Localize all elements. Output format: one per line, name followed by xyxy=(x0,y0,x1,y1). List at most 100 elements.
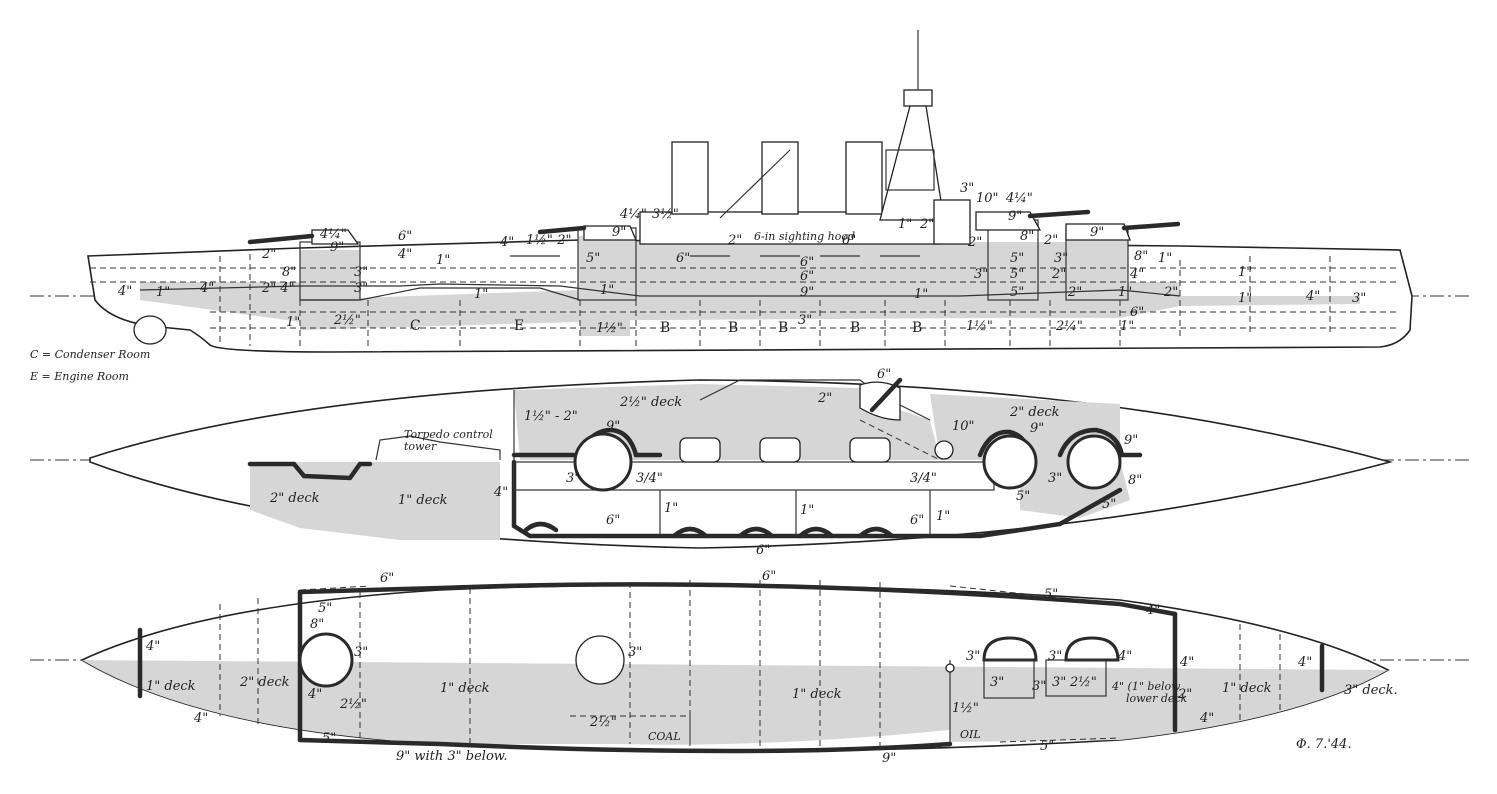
lbl-6n: 6" xyxy=(800,255,814,270)
lower-lbl-4i: 4" xyxy=(1297,655,1312,670)
lbl-4d: 4" xyxy=(1305,289,1320,304)
lbl-b5: B xyxy=(912,320,922,336)
lower-lbl-3b: 3" xyxy=(628,645,642,660)
lbl-10: 10" xyxy=(976,191,999,206)
lbl-1k: 1" xyxy=(1238,291,1252,306)
upper-lbl-3b: 3" xyxy=(1048,471,1062,486)
lower-barbette-a xyxy=(298,632,354,688)
lower-lbl-3g: 3" xyxy=(1032,679,1046,694)
upper-deck-armour-a xyxy=(250,462,500,540)
lower-lbl-1deck-b: 1" deck xyxy=(440,681,490,696)
turret-y-guns xyxy=(1121,221,1181,231)
lbl-5b: 5" xyxy=(1010,251,1024,266)
lower-lbl-1deck-c: 1" deck xyxy=(792,687,842,702)
lower-lbl-4h: 4" xyxy=(1199,711,1214,726)
lower-deck-armour xyxy=(82,660,1388,745)
lower-lbl-8: 8" xyxy=(310,617,324,632)
lbl-1e: 1" xyxy=(600,283,614,298)
lbl-2i: 2" xyxy=(1043,233,1058,248)
lbl-5a: 5" xyxy=(586,251,600,266)
lower-barbette-b xyxy=(575,635,625,685)
lbl-1g: 1" xyxy=(898,217,912,232)
lbl-3e: 3" xyxy=(1054,251,1068,266)
lbl-bow-1: 1" xyxy=(156,285,170,300)
lbl-1-mid: 1" xyxy=(474,287,488,302)
lbl-b1: B xyxy=(660,320,670,336)
lbl-8e: 8" xyxy=(1134,249,1148,264)
lbl-9e: 9" xyxy=(1090,225,1104,240)
profile-barbette-a xyxy=(300,250,360,300)
lbl-b2: B xyxy=(728,320,738,336)
lower-lbl-4e: 4" xyxy=(1117,649,1132,664)
lbl-9b: 9" xyxy=(612,225,626,240)
turret-b-guns xyxy=(537,225,587,235)
lbl-6q: 6" xyxy=(842,233,856,248)
lbl-3a: 3" xyxy=(354,265,368,280)
lower-lbl-4a: 4" xyxy=(1145,603,1160,618)
upper-lbl-1deck: 1" deck xyxy=(398,493,448,508)
upper-lbl-tower: tower xyxy=(404,440,437,453)
lbl-4b: 4" xyxy=(499,235,514,250)
lbl-3h: 3½" xyxy=(652,207,679,222)
upper-lbl-9c: 9" xyxy=(1124,433,1138,448)
funnel-1 xyxy=(671,141,709,215)
lbl-3b: 3" xyxy=(354,281,368,296)
lbl-2h: 2" xyxy=(967,235,982,250)
lower-lbl-3e: 3" xyxy=(1048,649,1062,664)
lbl-1half-2: 1½"-2" xyxy=(526,233,572,248)
lbl-4c: 4" xyxy=(1129,267,1144,282)
lbl-4-belt: 4" xyxy=(199,281,214,296)
lower-lbl-4c: 4" xyxy=(307,687,322,702)
lbl-2j: 2" xyxy=(1051,267,1066,282)
lower-lbl-5b: 5" xyxy=(1044,587,1058,602)
lbl-8a: 8" xyxy=(282,265,296,280)
spotting-top xyxy=(903,89,933,107)
lower-barbette-y xyxy=(1064,636,1120,662)
lbl-6in-fwd: 6" xyxy=(398,229,412,244)
lbl-6m: 6" xyxy=(676,251,690,266)
lbl-2l: 2" xyxy=(1163,285,1178,300)
upper-belt xyxy=(511,459,1123,539)
turret-a-guns xyxy=(247,233,315,245)
lower-lbl-oil: OIL xyxy=(960,728,981,741)
turret-x-guns xyxy=(1027,209,1091,219)
lbl-4q-c: 4¼" xyxy=(1005,191,1033,206)
lower-lbl-5a: 5" xyxy=(318,601,332,616)
lower-lbl-4f: 4" xyxy=(1179,655,1194,670)
lower-lbl-3deck: 3" deck. xyxy=(1344,683,1398,698)
upper-lbl-34b: 3/4" xyxy=(910,471,937,486)
lbl-2a: 2" xyxy=(261,247,276,262)
lbl-4in-a: 4" xyxy=(397,247,412,262)
lbl-1i: 1" xyxy=(1118,285,1132,300)
lbl-9c: 9" xyxy=(800,285,814,300)
lower-lbl-3f: 3" xyxy=(1052,675,1066,690)
upper-lbl-5b: 5" xyxy=(1102,497,1116,512)
turret-x xyxy=(975,211,1042,231)
upper-plan-view: 6" 2" 2½" deck 1½" - 2" 9" Torpedo contr… xyxy=(30,367,1470,558)
lbl-4q-b: 4¼" xyxy=(619,207,647,222)
torpedo-control-tower xyxy=(375,435,501,461)
lower-lbl-2b: 2" xyxy=(1177,687,1192,702)
lower-lbl-9: 9" with 3" below. xyxy=(396,749,508,764)
legend-engine: E = Engine Room xyxy=(29,370,129,383)
lower-lbl-6a: 6" xyxy=(380,571,394,586)
lbl-bow-4: 4" xyxy=(117,284,132,299)
upper-barbette-x xyxy=(982,434,1038,490)
lbl-turret-a-face: 9" xyxy=(330,240,344,255)
lbl-1half-b: 1½" xyxy=(966,319,993,334)
lbl-2q: 2¼" xyxy=(1055,319,1083,334)
funnel-2 xyxy=(761,141,799,215)
upper-lbl-1c: 1" xyxy=(936,509,950,524)
lower-lbl-coal: COAL xyxy=(648,730,681,743)
upper-lbl-2deck-a: 2" deck xyxy=(1009,405,1060,420)
lbl-hood: 6-in sighting hood xyxy=(754,230,855,243)
upper-lbl-1a: 1" xyxy=(664,501,678,516)
lower-lbl-1half: 1½" xyxy=(952,701,979,716)
lbl-b3: B xyxy=(778,320,788,336)
turret-b xyxy=(583,225,637,241)
lbl-6p: 6" xyxy=(1130,305,1144,320)
lower-lbl-4g: 4" (1" below xyxy=(1111,680,1181,693)
lbl-3f: 3" xyxy=(1352,291,1366,306)
